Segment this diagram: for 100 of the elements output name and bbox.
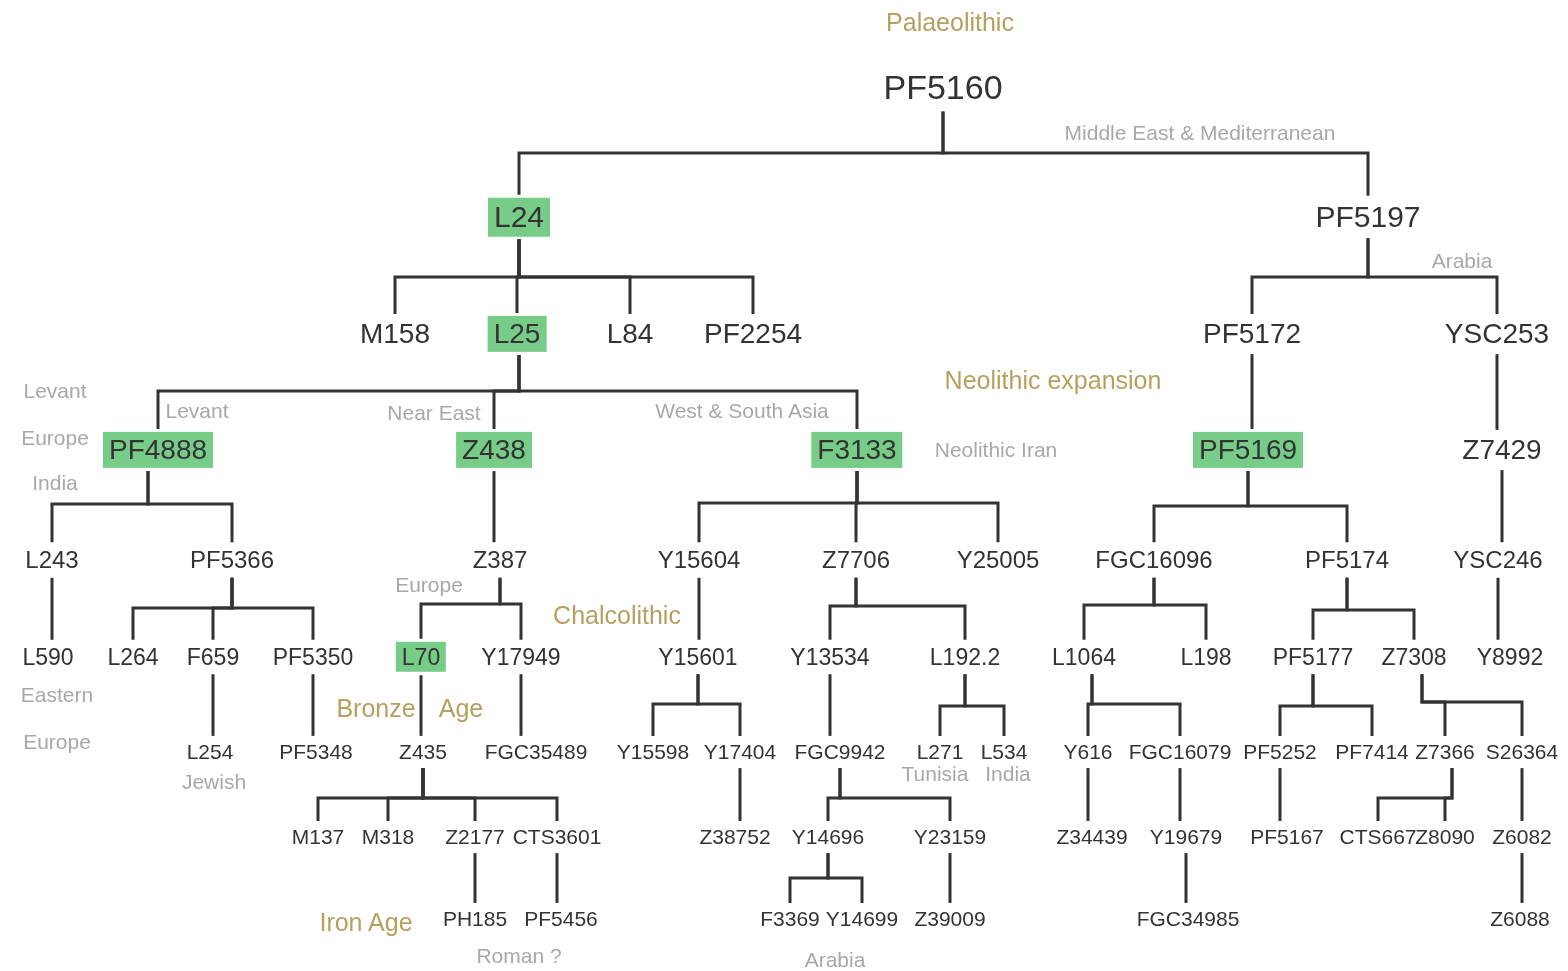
tree-branch-line — [419, 675, 423, 736]
tree-branch-line — [826, 853, 864, 903]
tree-branch-line — [1178, 768, 1182, 821]
tree-branch-line — [1420, 674, 1524, 736]
haplogroup-label: FGC9942 — [790, 738, 890, 766]
highlighted-haplogroup-label: PF5169 — [1192, 431, 1304, 469]
tree-branch-line — [738, 768, 742, 821]
haplogroup-label: Y616 — [1059, 738, 1117, 766]
tree-branch-line — [517, 239, 755, 314]
haplogroup-label: PH185 — [438, 905, 512, 933]
region-label: Levant — [23, 379, 87, 403]
haplogroup-label: FGC34985 — [1132, 905, 1244, 933]
tree-branch-line — [1496, 577, 1500, 640]
haplogroup-label: Y14699 — [821, 905, 903, 933]
tree-branch-line — [492, 471, 496, 543]
haplogroup-label: Y19679 — [1145, 823, 1227, 851]
haplogroup-label: Y17949 — [477, 642, 565, 672]
haplogroup-label: PF5197 — [1311, 198, 1425, 236]
region-label: Europe — [21, 426, 89, 450]
haplogroup-label: Y15601 — [654, 642, 742, 672]
haplogroup-label: F3369 — [756, 905, 824, 933]
tree-branch-line — [828, 674, 832, 736]
haplogroup-label: FGC35489 — [480, 738, 592, 766]
haplogroup-label: F659 — [182, 642, 244, 672]
tree-branch-line — [697, 577, 701, 640]
tree-branch-line — [855, 471, 1000, 543]
period-label: Age — [438, 693, 484, 723]
haplogroup-label: Z2177 — [441, 823, 509, 851]
highlighted-haplogroup-label: L70 — [395, 641, 447, 673]
haplogroup-label: L1064 — [1048, 642, 1120, 672]
haplogroup-label: Y8992 — [1472, 642, 1548, 672]
tree-branch-line — [1311, 674, 1374, 736]
haplogroup-label: M158 — [356, 316, 434, 352]
haplogroup-label: Y14696 — [787, 823, 869, 851]
haplogroup-label: M137 — [287, 823, 349, 851]
haplogroup-label: L192.2 — [925, 642, 1005, 672]
tree-branch-line — [1520, 768, 1524, 821]
tree-branch-line — [421, 768, 559, 821]
region-label: Roman ? — [476, 944, 562, 968]
tree-branch-line — [311, 674, 315, 736]
haplogroup-label: L198 — [1176, 642, 1236, 672]
haplogroup-label: FGC16096 — [1091, 545, 1217, 575]
haplogroup-label: Z6088 — [1486, 905, 1554, 933]
region-label: Eastern — [20, 683, 94, 707]
haplogroup-label: FGC16079 — [1124, 738, 1236, 766]
tree-branch-line — [1520, 853, 1524, 903]
haplogroup-label: PF5167 — [1246, 823, 1328, 851]
haplogroup-label: PF2254 — [699, 316, 807, 352]
tree-branch-line — [1090, 674, 1182, 736]
period-label: Iron Age — [319, 907, 413, 937]
tree-branch-line — [517, 355, 859, 429]
tree-branch-line — [211, 674, 215, 736]
haplogroup-label: YSC253 — [1440, 316, 1554, 352]
region-label: Levant — [165, 399, 229, 423]
haplogroup-label: Z7308 — [1377, 642, 1451, 672]
tree-branch-line — [1345, 577, 1416, 640]
region-label: Europe — [23, 730, 91, 754]
highlighted-haplogroup-label: F3133 — [811, 431, 903, 469]
tree-branch-line — [1152, 577, 1208, 640]
period-label: Chalcolithic — [553, 600, 681, 630]
haplogroup-label: PF5348 — [275, 738, 357, 766]
haplogroup-label: Z435 — [395, 738, 451, 766]
haplogroup-label: YSC246 — [1449, 545, 1547, 575]
tree-branch-line — [1366, 238, 1499, 314]
region-label: Neolithic Iran — [934, 438, 1058, 462]
region-label: India — [32, 471, 78, 495]
tree-branch-line — [1500, 470, 1504, 543]
haplogroup-label: Z7366 — [1411, 738, 1479, 766]
haplogroup-label: L264 — [103, 642, 163, 672]
haplogroup-label: Z387 — [468, 545, 532, 575]
haplogroup-label: Z38752 — [695, 823, 775, 851]
region-label: Europe — [395, 573, 463, 597]
haplogroup-label: Y15598 — [612, 738, 694, 766]
haplogroup-label: Y13534 — [786, 642, 874, 672]
haplogroup-label: CTS3601 — [508, 823, 606, 851]
tree-branch-line — [696, 674, 742, 736]
haplogroup-label: Y15604 — [653, 545, 745, 575]
tree-branch-line — [1443, 768, 1454, 821]
haplogroup-label: PF5160 — [879, 67, 1007, 109]
tree-branch-line — [50, 577, 54, 640]
region-label: Jewish — [181, 770, 247, 794]
region-label: Arabia — [804, 948, 866, 971]
tree-branch-line — [963, 674, 1006, 736]
highlighted-haplogroup-label: PF4888 — [102, 431, 214, 469]
haplogroup-label: L84 — [602, 316, 658, 352]
haplogroup-label: Z7429 — [1458, 432, 1546, 468]
haplogroup-label: PF5350 — [268, 642, 358, 672]
haplogroup-label: M318 — [357, 823, 419, 851]
haplogroup-label: PF5252 — [1239, 738, 1321, 766]
tree-branch-line — [1495, 354, 1499, 430]
tree-branch-line — [1086, 768, 1090, 821]
period-label: Palaeolithic — [886, 7, 1014, 37]
haplogroup-label: PF5174 — [1300, 545, 1394, 575]
tree-branch-line — [146, 471, 234, 543]
tree-branch-line — [519, 674, 523, 736]
haplogroup-label: Z34439 — [1052, 823, 1132, 851]
region-label: Near East — [387, 401, 481, 425]
highlighted-haplogroup-label: L25 — [487, 315, 547, 353]
haplogroup-label: PF5456 — [520, 905, 602, 933]
tree-branch-line — [941, 111, 1370, 196]
